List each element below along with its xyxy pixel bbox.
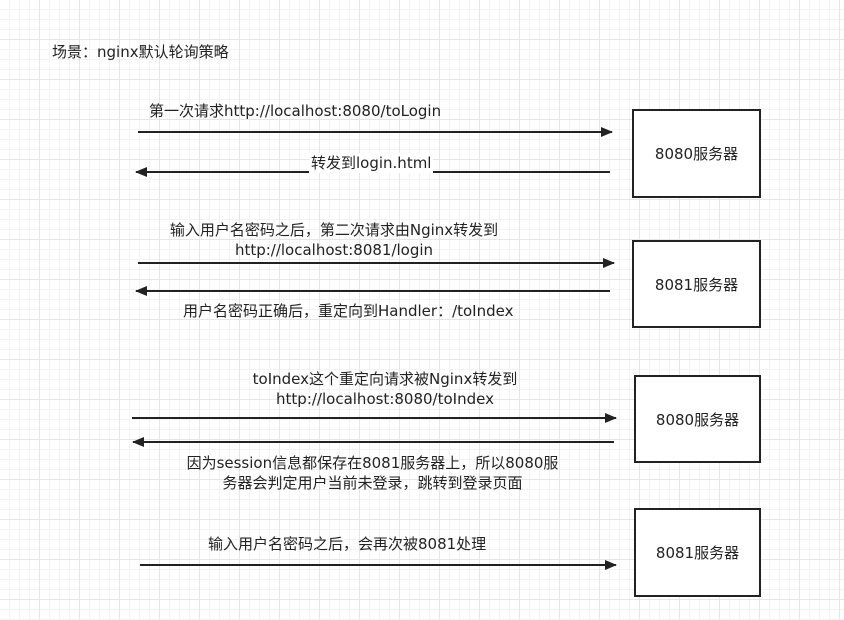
message-line: toIndex这个重定向请求被Nginx转发到 (252, 370, 518, 388)
message-second-request: 输入用户名密码之后，第二次请求由Nginx转发到 http://localhos… (134, 220, 534, 260)
server-box-8081-first: 8081服务器 (632, 240, 761, 328)
message-forward-login: 转发到login.html (309, 153, 434, 173)
message-session-explanation: 因为session信息都保存在8081服务器上，所以8080服 务器会判定用户当… (170, 453, 575, 493)
server-label: 8080服务器 (655, 410, 740, 429)
server-label: 8081服务器 (655, 544, 740, 562)
message-toindex-forward: toIndex这个重定向请求被Nginx转发到 http://localhost… (185, 369, 585, 409)
server-label: 8081服务器 (654, 275, 739, 294)
message-line: 因为session信息都保存在8081服务器上，所以8080服 (186, 454, 559, 472)
message-first-request: 第一次请求http://localhost:8080/toLogin (149, 102, 442, 120)
server-box-8080-second: 8080服务器 (634, 375, 761, 463)
message-redirect-handler: 用户名密码正确后，重定向到Handler：/toIndex (183, 302, 514, 320)
scene-title: 场景：nginx默认轮询策略 (52, 43, 229, 61)
message-line: http://localhost:8080/toIndex (276, 390, 494, 408)
server-box-8080-first: 8080服务器 (632, 109, 761, 198)
message-line: 输入用户名密码之后，第二次请求由Nginx转发到 (169, 221, 499, 239)
message-handled-8081: 输入用户名密码之后，会再次被8081处理 (208, 535, 487, 553)
server-box-8081-second: 8081服务器 (634, 508, 761, 597)
server-label: 8080服务器 (654, 145, 739, 163)
message-line: http://localhost:8081/login (234, 241, 434, 259)
message-line: 务器会判定用户当前未登录，跳转到登录页面 (222, 474, 523, 492)
